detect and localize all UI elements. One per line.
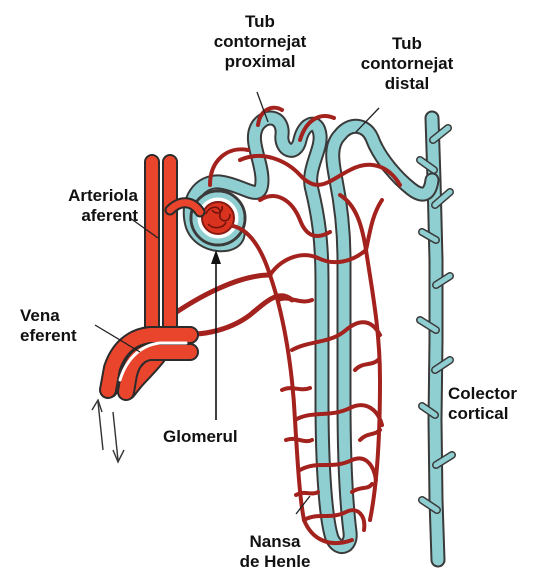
arrow-down-icon	[113, 412, 124, 462]
label-tub-proximal: Tub contornejat proximal	[205, 12, 315, 72]
label-tub-distal: Tub contornejat distal	[348, 34, 466, 94]
label-nansa-henle: Nansa de Henle	[225, 532, 325, 572]
arrow-up-icon	[92, 400, 103, 450]
label-colector-cortical: Colector cortical	[448, 384, 538, 424]
glomerulus	[191, 191, 245, 245]
label-vena-eferent: Vena eferent	[20, 306, 120, 346]
pointer-arrow-icon	[211, 250, 221, 420]
label-glomerul: Glomerul	[163, 427, 273, 447]
label-arteriola-aferent: Arteriola aferent	[20, 186, 138, 226]
